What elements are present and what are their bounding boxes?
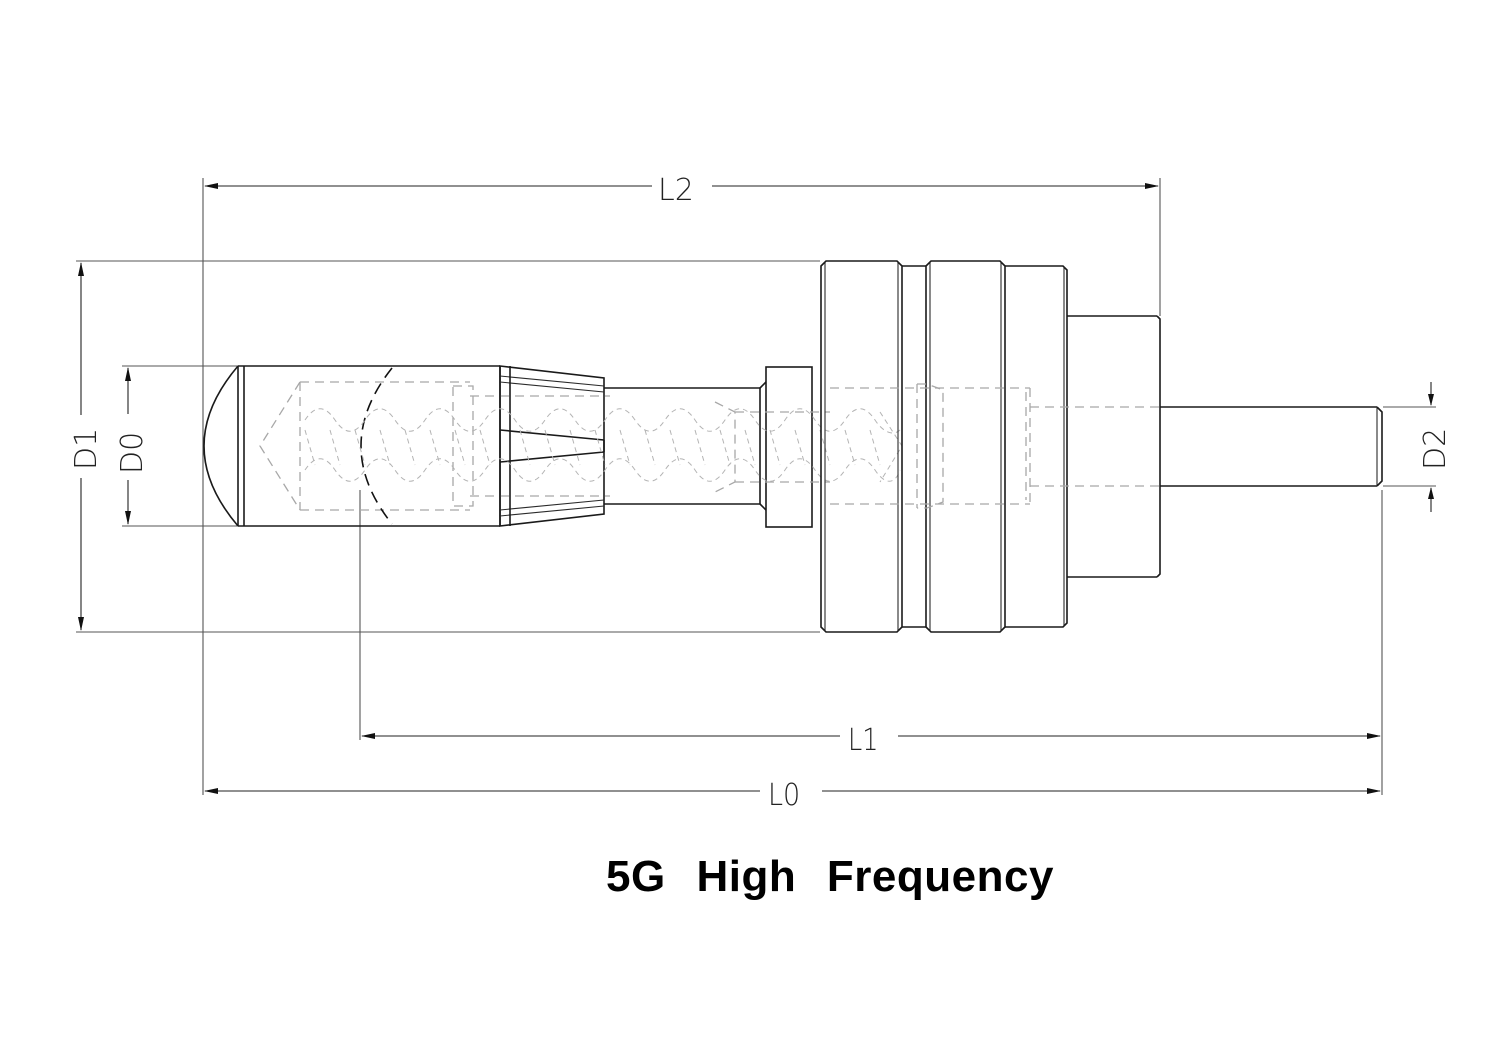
rear-shank: [1160, 406, 1383, 487]
dimension-d2: D2: [1383, 382, 1453, 512]
label-d2: D2: [1418, 428, 1453, 470]
rear-shoulder: [1030, 315, 1161, 578]
collet-nut: [203, 365, 501, 527]
hidden-bore-nut: [259, 367, 610, 525]
thread-pattern: [304, 408, 903, 483]
label-l2: L2: [658, 173, 694, 208]
label-l0: L0: [768, 778, 800, 813]
dimension-l0: L0: [202, 420, 1381, 813]
dimension-l2: L2: [202, 173, 1161, 420]
label-l1: L1: [848, 722, 878, 758]
drawing-caption: 5G High Frequency: [606, 852, 1054, 901]
dimension-d0: D0: [115, 365, 240, 527]
shank-neck: [604, 366, 830, 528]
collet: [499, 365, 605, 527]
label-d1: D1: [69, 428, 104, 470]
main-body: [820, 260, 1068, 633]
dimension-d1: D1: [69, 260, 820, 633]
dimension-l1: L1: [359, 490, 1383, 795]
label-d0: D0: [115, 432, 150, 474]
